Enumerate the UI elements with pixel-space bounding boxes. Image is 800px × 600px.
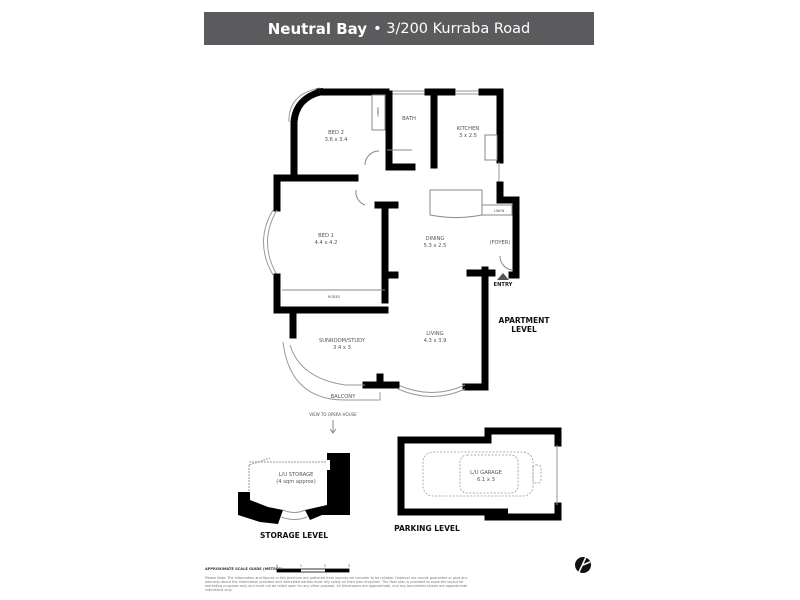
scale-tick: 0: [276, 564, 278, 568]
linen-label: LINEN: [494, 209, 505, 213]
living-label: LIVING: [426, 331, 443, 337]
dining-label: DINING: [426, 236, 445, 242]
apartment-walls: [263, 87, 520, 401]
storage-dims: (4 sqm approx): [276, 479, 316, 485]
scale-bar: 0 1 2 3: [276, 564, 350, 573]
address-title: • 3/200 Kurraba Road: [373, 20, 531, 37]
sunroom-label: SUNROOM/STUDY: [319, 338, 366, 344]
disclaimer-text: Please Note: The information and figures…: [205, 576, 468, 592]
bed1-label: BED 1: [318, 233, 334, 239]
north-arrow-icon: [575, 556, 591, 573]
car-outline: [422, 451, 534, 497]
kitchen-label: KITCHEN: [457, 126, 480, 132]
sunroom-dims: 3.4 x 3: [333, 345, 351, 351]
scale-tick: 2: [324, 564, 326, 568]
listing-header: Neutral Bay • 3/200 Kurraba Road: [204, 12, 594, 45]
living-dims: 4.3 x 3.9: [424, 338, 447, 344]
bath-label: BATH: [402, 116, 416, 122]
scale-tick: 1: [300, 564, 302, 568]
apartment-level-label-2: LEVEL: [511, 325, 537, 334]
scale-label: APPROXIMATE SCALE GUIDE (METRES): [205, 567, 283, 571]
entry-arrow-icon: [497, 273, 509, 280]
foyer-label: (FOYER): [490, 240, 511, 246]
entry-label: ENTRY: [494, 282, 513, 288]
storage-label: L/U STORAGE: [279, 472, 314, 478]
linen-top-label: LINEN: [376, 108, 380, 117]
view-arrow-icon: [329, 420, 337, 434]
view-note: VIEW TO OPERA HOUSE: [309, 412, 357, 417]
kitchen-dims: 3 x 2.5: [459, 133, 477, 139]
garage-label: L/U GARAGE: [470, 470, 502, 476]
apartment-level-label-1: APARTMENT: [499, 316, 551, 325]
parking-plan: [397, 427, 562, 521]
storage-plan: [238, 453, 350, 524]
dining-dims: 5.3 x 2.5: [424, 243, 447, 249]
parking-level-label: PARKING LEVEL: [394, 524, 460, 533]
robes-label: ROBES: [328, 295, 341, 299]
bed2-dims: 3.6 x 3.4: [325, 137, 349, 143]
scale-tick: 3: [348, 564, 350, 568]
garage-dims: 6.1 x 3: [477, 477, 495, 483]
balcony-label: BALCONY: [331, 394, 357, 400]
storage-level-label: STORAGE LEVEL: [260, 531, 328, 540]
bed2-label: BED 2: [328, 130, 344, 136]
suburb-title: Neutral Bay: [267, 19, 368, 38]
bed1-dims: 4.4 x 4.2: [315, 240, 338, 246]
